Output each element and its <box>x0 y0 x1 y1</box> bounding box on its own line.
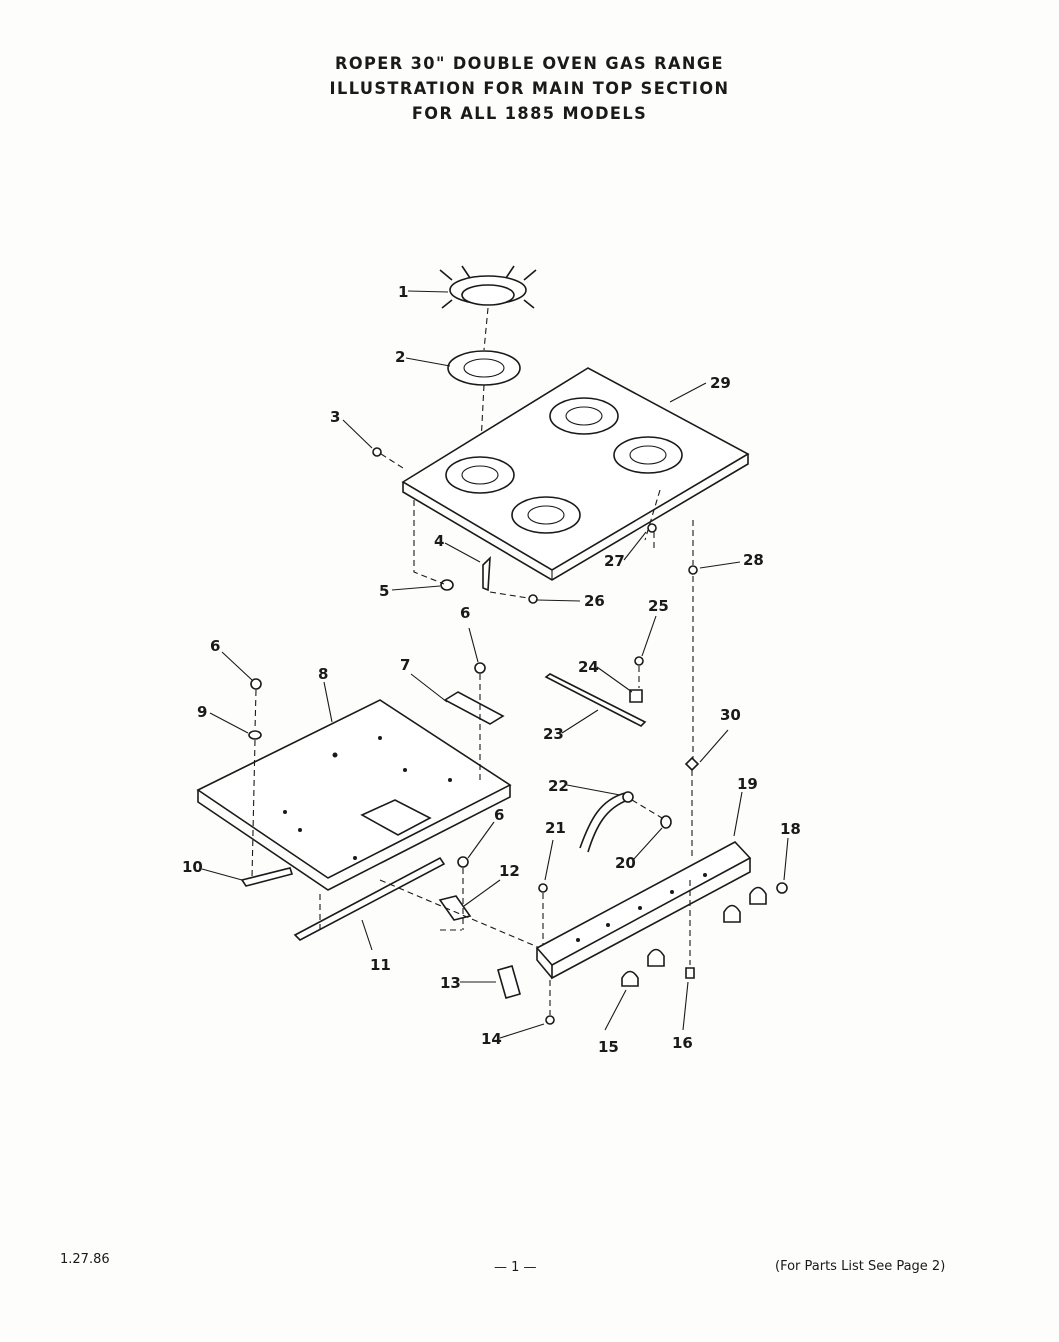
part-9-washer <box>248 730 262 740</box>
part-19-manifold-panel <box>535 841 752 980</box>
callout-28: 28 <box>743 551 764 569</box>
footer-page-number: — 1 — <box>494 1260 537 1275</box>
callout-4: 4 <box>434 532 444 550</box>
callout-3: 3 <box>330 408 340 426</box>
part-30-clip <box>684 756 700 772</box>
part-2-burner-ring <box>447 350 521 386</box>
part-20-grommet <box>660 815 672 829</box>
part-18-button <box>776 882 788 894</box>
callout-21: 21 <box>545 819 566 837</box>
callout-11: 11 <box>370 956 391 974</box>
callout-16: 16 <box>672 1034 693 1052</box>
callout-24: 24 <box>578 658 599 676</box>
callout-10: 10 <box>182 858 203 876</box>
part-14-screw <box>545 1015 555 1025</box>
leader-lines <box>201 290 789 1039</box>
part-3-screw <box>372 447 382 457</box>
part-1-burner-cap <box>439 265 537 309</box>
part-22-wire <box>579 792 626 849</box>
callout-5: 5 <box>379 582 389 600</box>
part-8-burner-box <box>196 699 512 891</box>
callout-8: 8 <box>318 665 328 683</box>
part-21-screw <box>538 883 548 893</box>
callout-1: 1 <box>398 283 408 301</box>
callout-2: 2 <box>395 348 405 366</box>
title-line-3: FOR ALL 1885 MODELS <box>411 104 648 124</box>
title-line-2: ILLUSTRATION FOR MAIN TOP SECTION <box>329 79 730 99</box>
part-15-knob-b <box>647 948 665 967</box>
part-29-cooktop <box>401 367 750 581</box>
part-10-strip <box>240 867 294 887</box>
part-26-screw <box>528 594 538 604</box>
callout-15: 15 <box>598 1038 619 1056</box>
callout-7: 7 <box>400 656 410 674</box>
part-15-knob-a <box>621 970 639 987</box>
part-24-clip <box>629 689 643 703</box>
part-7-bracket <box>443 691 505 725</box>
callout-labels: 1 2 3 4 5 26 27 28 29 6 6 7 8 9 10 11 6 … <box>182 283 801 1056</box>
footer-parts-list-note: (For Parts List See Page 2) <box>775 1259 946 1274</box>
callout-30: 30 <box>720 706 741 724</box>
callout-29: 29 <box>710 374 731 392</box>
part-27-screw <box>647 523 657 533</box>
part-11-strip <box>293 856 446 941</box>
part-6-screw-a <box>250 678 262 690</box>
callout-9: 9 <box>197 703 207 721</box>
callout-25: 25 <box>648 597 669 615</box>
callout-27: 27 <box>604 552 625 570</box>
footer-date: 1.27.86 <box>60 1252 110 1267</box>
part-4-bracket <box>482 555 491 592</box>
callout-6a: 6 <box>210 637 220 655</box>
part-6-screw-c <box>457 856 469 868</box>
callout-19: 19 <box>737 775 758 793</box>
callout-23: 23 <box>543 725 564 743</box>
callout-6b: 6 <box>460 604 470 622</box>
callout-20: 20 <box>615 854 636 872</box>
callout-6c: 6 <box>494 806 504 824</box>
part-16-valve <box>685 967 695 979</box>
part-15-knob-c <box>723 904 741 923</box>
part-13-bracket <box>497 965 521 999</box>
callout-26: 26 <box>584 592 605 610</box>
part-5-clip <box>440 579 454 591</box>
callout-13: 13 <box>440 974 461 992</box>
callout-18: 18 <box>780 820 801 838</box>
callout-22: 22 <box>548 777 569 795</box>
part-23-rod <box>544 673 647 727</box>
callout-14: 14 <box>481 1030 502 1048</box>
part-15-knob-d <box>749 886 767 905</box>
callout-12: 12 <box>499 862 520 880</box>
part-25-screw <box>634 656 644 666</box>
title-line-1: ROPER 30" DOUBLE OVEN GAS RANGE <box>335 54 724 74</box>
part-6-screw-b <box>474 662 486 674</box>
part-28-screw <box>688 565 698 575</box>
